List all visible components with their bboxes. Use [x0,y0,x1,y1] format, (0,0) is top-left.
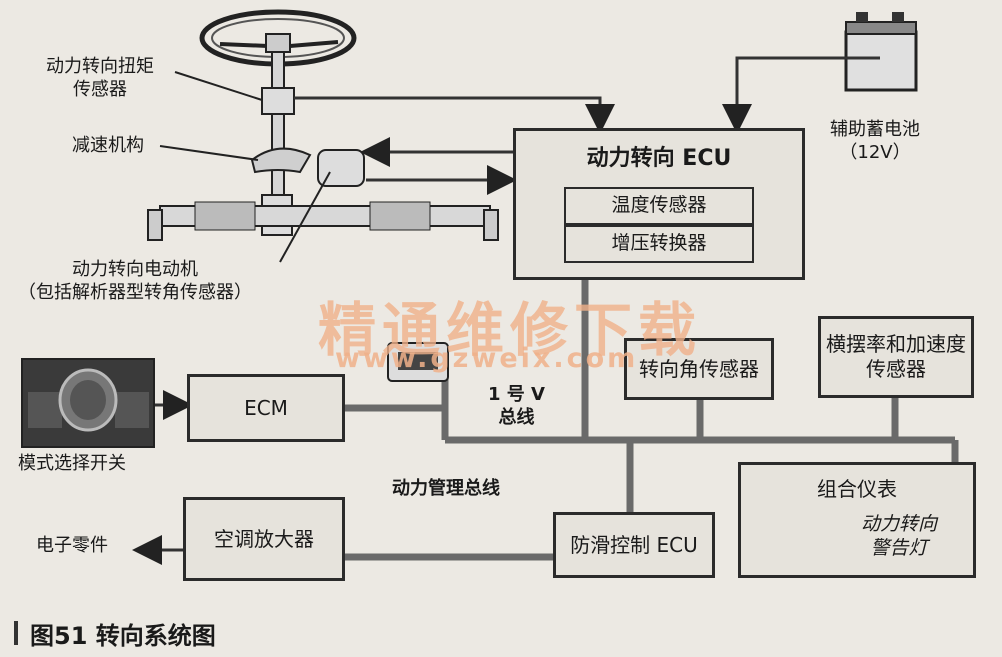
connector-icon [387,342,449,382]
warning-light-label: 动力转向 警告灯 [861,513,938,559]
abs-ecu-box: 防滑控制 ECU [553,512,715,578]
battery-label: 辅助蓄电池 （12V） [830,119,920,164]
ecu-title: 动力转向 ECU [586,146,732,171]
mode-switch-icon [21,358,155,448]
caption-bar [14,621,18,645]
ac-amplifier-box: 空调放大器 [183,497,345,581]
ecm-box: ECM [187,374,345,442]
electronic-parts-label: 电子零件 [36,535,108,556]
figure-caption: 图51 转向系统图 [30,622,216,650]
motor-label: 动力转向电动机 （包括解析器型转角传感器） [18,259,252,304]
boost-converter-box: 增压转换器 [564,225,754,263]
v-bus-label: 1 号 V 总线 [488,384,545,429]
mode-switch-label: 模式选择开关 [18,453,126,474]
watermark-text: 精通维修下载 [318,296,703,364]
watermark-url: www.gzweix.com [335,343,639,374]
steering-wheel-icon [147,9,499,241]
temp-sensor-box: 温度传感器 [564,187,754,225]
steer-angle-sensor-box: 转向角传感器 [624,338,774,400]
yaw-sensor-box: 横摆率和加速度 传感器 [818,316,974,398]
torque-sensor-label: 动力转向扭矩 传感器 [46,56,154,101]
power-bus-label: 动力管理总线 [392,478,500,499]
power-steering-ecu-box: 动力转向 ECU 温度传感器 增压转换器 [513,128,805,280]
combo-meter-title: 组合仪表 [817,477,897,501]
battery-icon [844,12,918,92]
reduction-label: 减速机构 [72,135,144,156]
combo-meter-box: 组合仪表 动力转向 警告灯 [738,462,976,578]
